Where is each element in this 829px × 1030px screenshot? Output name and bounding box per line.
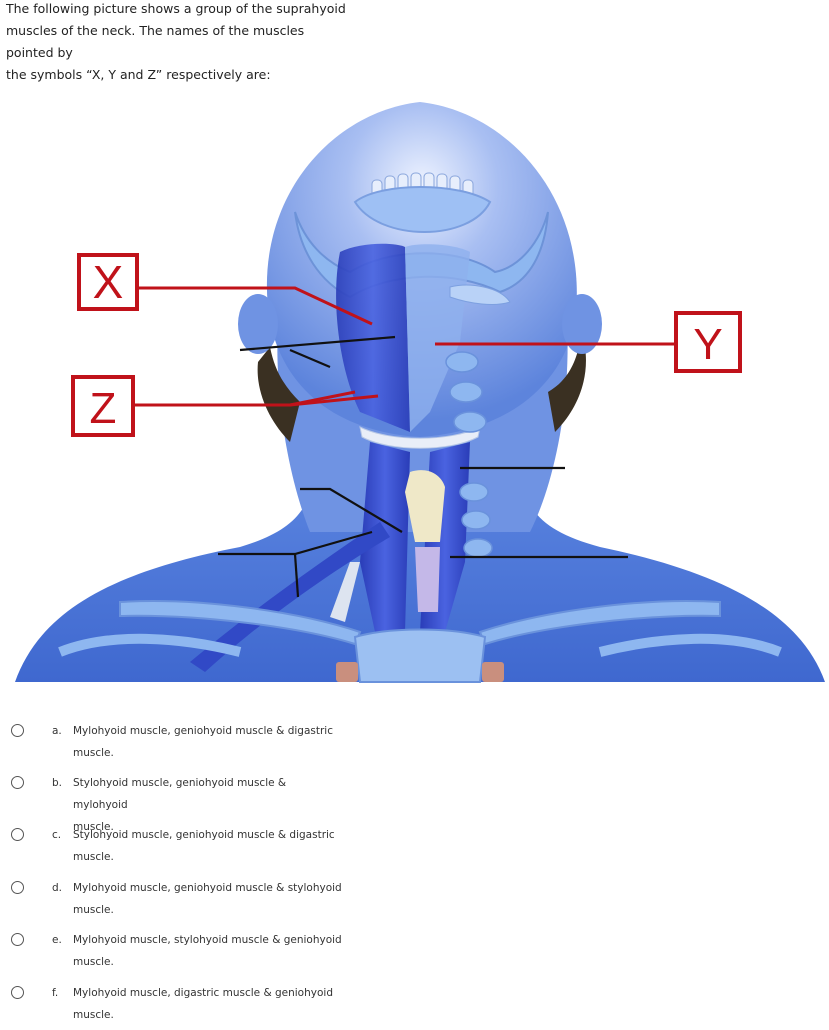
label-x: X xyxy=(93,256,124,308)
question-line-2: muscles of the neck. The names of the mu… xyxy=(6,23,305,60)
option-d-radio[interactable] xyxy=(11,881,24,894)
option-c[interactable]: c. Stylohyoid muscle, geniohyoid muscle … xyxy=(0,822,829,872)
hyoid-bone xyxy=(359,426,481,449)
option-f-letter: f. xyxy=(52,987,59,999)
neck-anatomy-illustration: X Y Z xyxy=(15,102,825,683)
question-line-3: the symbols “X, Y and Z” respectively ar… xyxy=(6,67,271,82)
option-a-letter: a. xyxy=(52,725,62,737)
option-b-text: Stylohyoid muscle, geniohyoid muscle & m… xyxy=(73,777,287,833)
label-y: Y xyxy=(693,320,722,369)
option-c-letter: c. xyxy=(52,829,62,841)
option-e-radio[interactable] xyxy=(11,933,24,946)
option-d-text: Mylohyoid muscle, geniohyoid muscle & st… xyxy=(73,882,342,916)
label-y-box: Y xyxy=(674,311,742,373)
option-e-letter: e. xyxy=(52,934,62,946)
option-f-radio[interactable] xyxy=(11,986,24,999)
option-c-radio[interactable] xyxy=(11,828,24,841)
option-b-letter: b. xyxy=(52,777,63,789)
option-e-text: Mylohyoid muscle, stylohyoid muscle & ge… xyxy=(73,934,342,968)
option-d[interactable]: d. Mylohyoid muscle, geniohyoid muscle &… xyxy=(0,875,829,925)
option-f-text: Mylohyoid muscle, digastric muscle & gen… xyxy=(73,987,333,1021)
option-e[interactable]: e. Mylohyoid muscle, stylohyoid muscle &… xyxy=(0,927,829,977)
option-c-text: Stylohyoid muscle, geniohyoid muscle & d… xyxy=(73,829,335,863)
neck-anatomy-figure: X Y Z xyxy=(0,92,829,692)
label-z-box: Z xyxy=(71,375,135,437)
option-f[interactable]: f. Mylohyoid muscle, digastric muscle & … xyxy=(0,980,829,1030)
option-a[interactable]: a. Mylohyoid muscle, geniohyoid muscle &… xyxy=(0,718,829,768)
option-b[interactable]: b. Stylohyoid muscle, geniohyoid muscle … xyxy=(0,770,829,833)
question-line-1: The following picture shows a group of t… xyxy=(6,1,346,16)
option-d-letter: d. xyxy=(52,882,63,894)
label-x-box: X xyxy=(77,253,139,311)
option-b-radio[interactable] xyxy=(11,776,24,789)
question-text: The following picture shows a group of t… xyxy=(6,0,346,86)
option-a-text: Mylohyoid muscle, geniohyoid muscle & di… xyxy=(73,725,333,759)
option-a-radio[interactable] xyxy=(11,724,24,737)
label-z: Z xyxy=(90,384,117,433)
